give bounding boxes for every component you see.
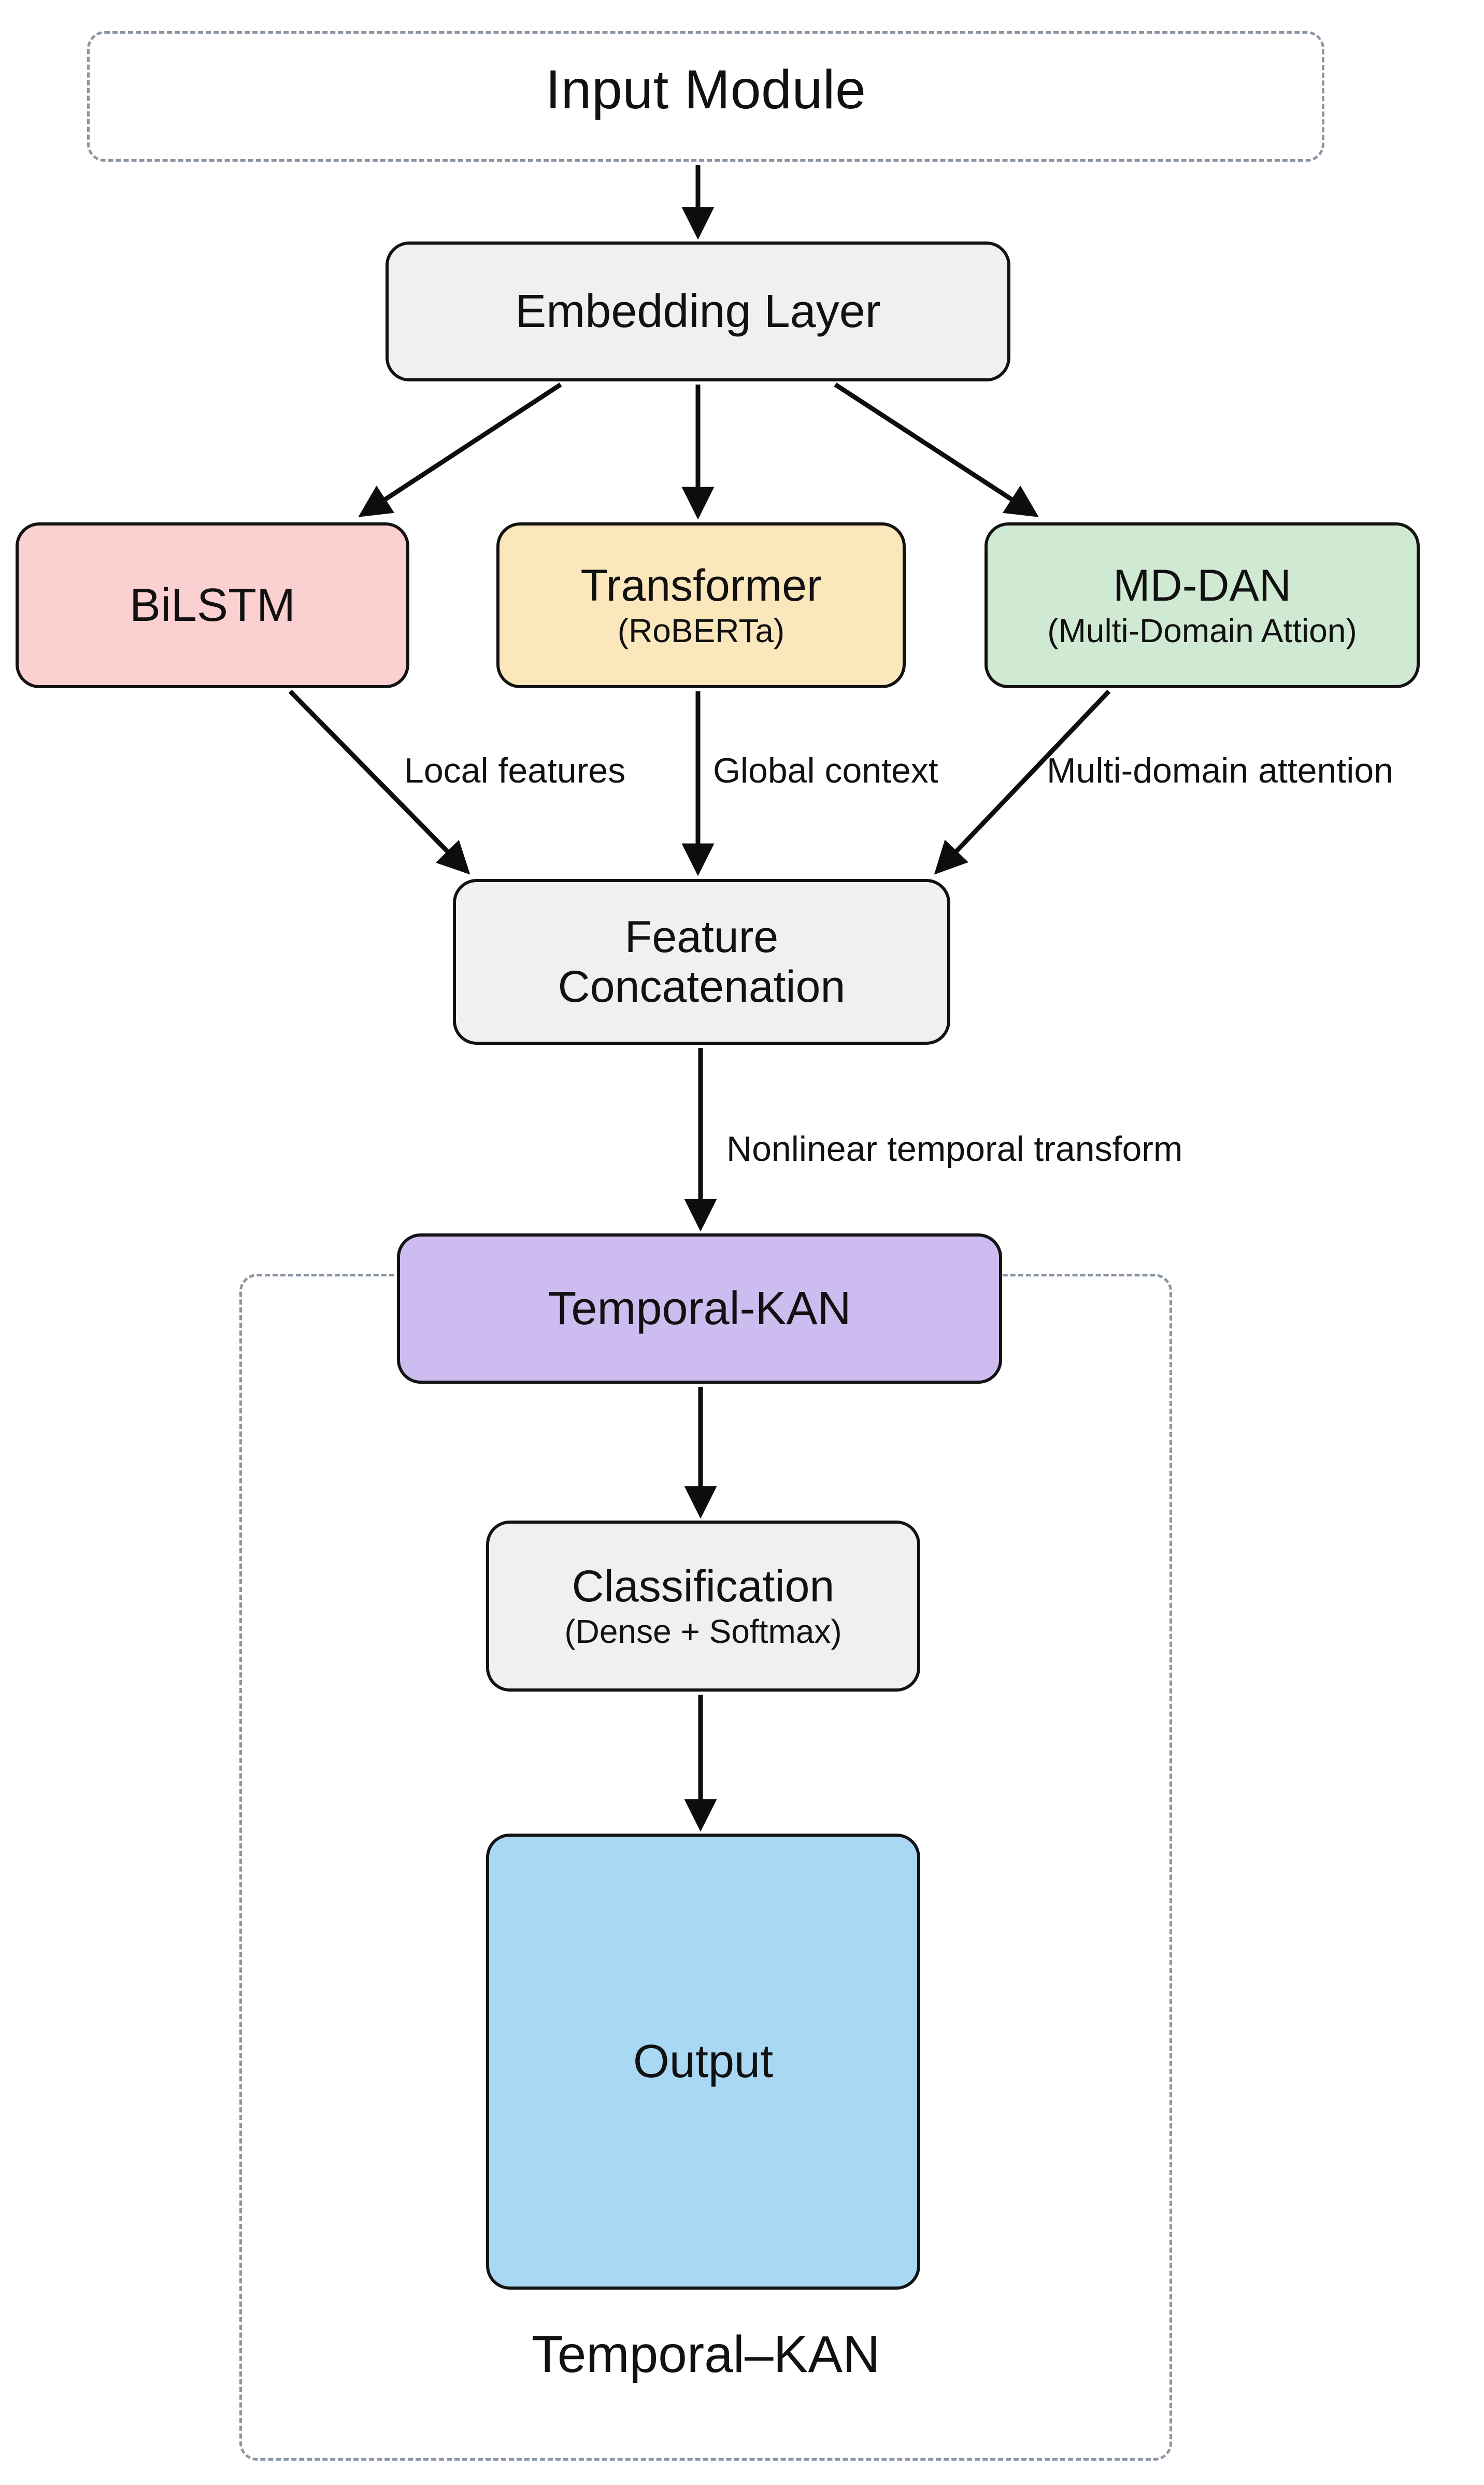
node-classification-label: Classification [572,1561,835,1611]
node-md-dan[interactable]: MD-DAN (Multi-Domain Attion) [984,522,1420,688]
node-temporal-kan[interactable]: Temporal-KAN [397,1233,1002,1384]
node-md-dan-label: MD-DAN [1113,561,1291,610]
node-output-label: Output [633,2035,774,2088]
edge-label-global-context: Global context [713,751,938,790]
node-bilstm[interactable]: BiLSTM [16,522,409,688]
edge-label-local-features: Local features [404,751,626,790]
group-input-module: Input Module [87,31,1324,162]
edge-embedding-to-bilstm [358,382,562,517]
node-classification[interactable]: Classification (Dense + Softmax) [486,1521,920,1692]
node-bilstm-label: BiLSTM [129,579,296,631]
node-transformer-sublabel: (RoBERTa) [617,612,785,650]
node-transformer[interactable]: Transformer (RoBERTa) [496,522,906,688]
node-feature-concatenation-sublabel: Concatenation [558,962,846,1012]
group-input-module-title: Input Module [545,59,866,120]
node-embedding-layer[interactable]: Embedding Layer [386,242,1010,381]
node-classification-sublabel: (Dense + Softmax) [564,1613,842,1651]
node-output[interactable]: Output [486,1834,920,2290]
node-md-dan-sublabel: (Multi-Domain Attion) [1047,612,1357,650]
node-transformer-label: Transformer [580,561,822,610]
node-embedding-layer-label: Embedding Layer [515,285,881,337]
node-feature-concatenation-label: Feature [624,912,779,962]
edge-embedding-to-mddan [834,382,1039,517]
node-feature-concatenation[interactable]: Feature Concatenation [453,879,950,1045]
edge-label-multi-domain-attention: Multi-domain attention [1047,751,1394,790]
node-temporal-kan-label: Temporal-KAN [548,1282,851,1334]
group-temporal-kan-title: Temporal–KAN [531,2325,880,2383]
edge-label-nonlinear-temporal-transform: Nonlinear temporal transform [726,1129,1183,1169]
